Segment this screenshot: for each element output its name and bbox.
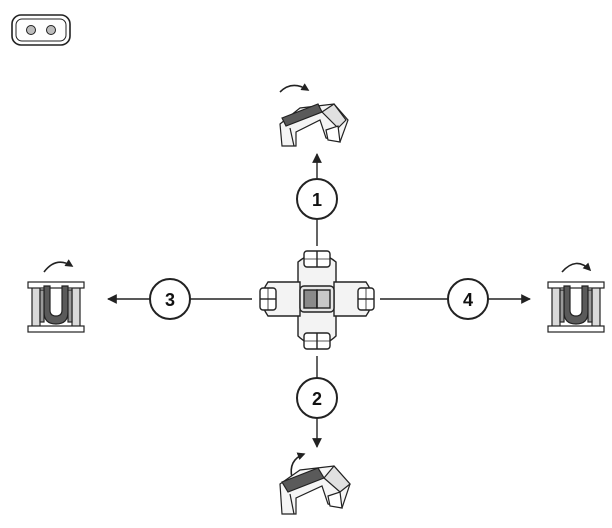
step-marker-3: 3	[149, 278, 191, 320]
step-marker-4: 4	[447, 278, 489, 320]
latch-lift-icon-top	[279, 83, 349, 147]
u-bracket-icon-left	[27, 259, 85, 333]
step-number: 3	[165, 290, 175, 310]
step-number: 2	[312, 389, 322, 409]
step-number: 4	[463, 290, 473, 310]
step-number: 1	[312, 190, 322, 210]
step-marker-1: 1	[296, 178, 338, 220]
u-bracket-icon-right	[547, 262, 605, 333]
connector-plug-icon	[11, 14, 71, 46]
cross-joint-assembly	[259, 250, 375, 350]
direction-arrows	[107, 153, 531, 448]
step-marker-2: 2	[296, 377, 338, 419]
latch-lift-icon-bottom	[279, 452, 351, 515]
